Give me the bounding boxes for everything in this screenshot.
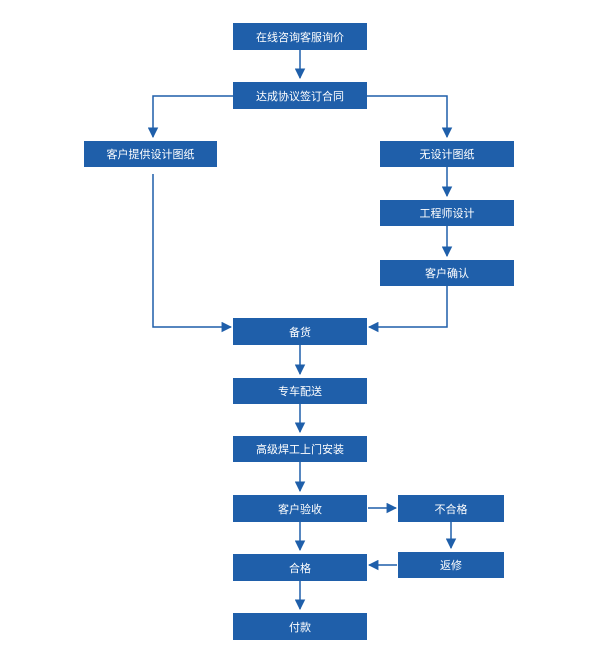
node-sign-contract: 达成协议签订合同 — [233, 82, 367, 109]
node-client-drawings: 客户提供设计图纸 — [84, 141, 217, 167]
node-rework: 返修 — [398, 552, 504, 578]
node-online-inquiry: 在线咨询客服询价 — [233, 23, 367, 50]
node-payment: 付款 — [233, 613, 367, 640]
node-no-drawings: 无设计图纸 — [380, 141, 514, 167]
arrow-contract-to-client-drawings — [147, 95, 233, 139]
node-engineer-design: 工程师设计 — [380, 200, 514, 226]
arrow-contract-to-no-drawings — [367, 95, 453, 139]
node-unqualified: 不合格 — [398, 495, 504, 522]
node-delivery: 专车配送 — [233, 378, 367, 404]
node-qualified: 合格 — [233, 554, 367, 581]
node-stock-prep: 备货 — [233, 318, 367, 345]
arrow-confirm-to-stock — [367, 286, 448, 333]
node-install: 高级焊工上门安装 — [233, 436, 367, 462]
node-client-confirm: 客户确认 — [380, 260, 514, 286]
node-acceptance: 客户验收 — [233, 495, 367, 522]
arrow-client-drawings-to-stock — [152, 174, 233, 333]
